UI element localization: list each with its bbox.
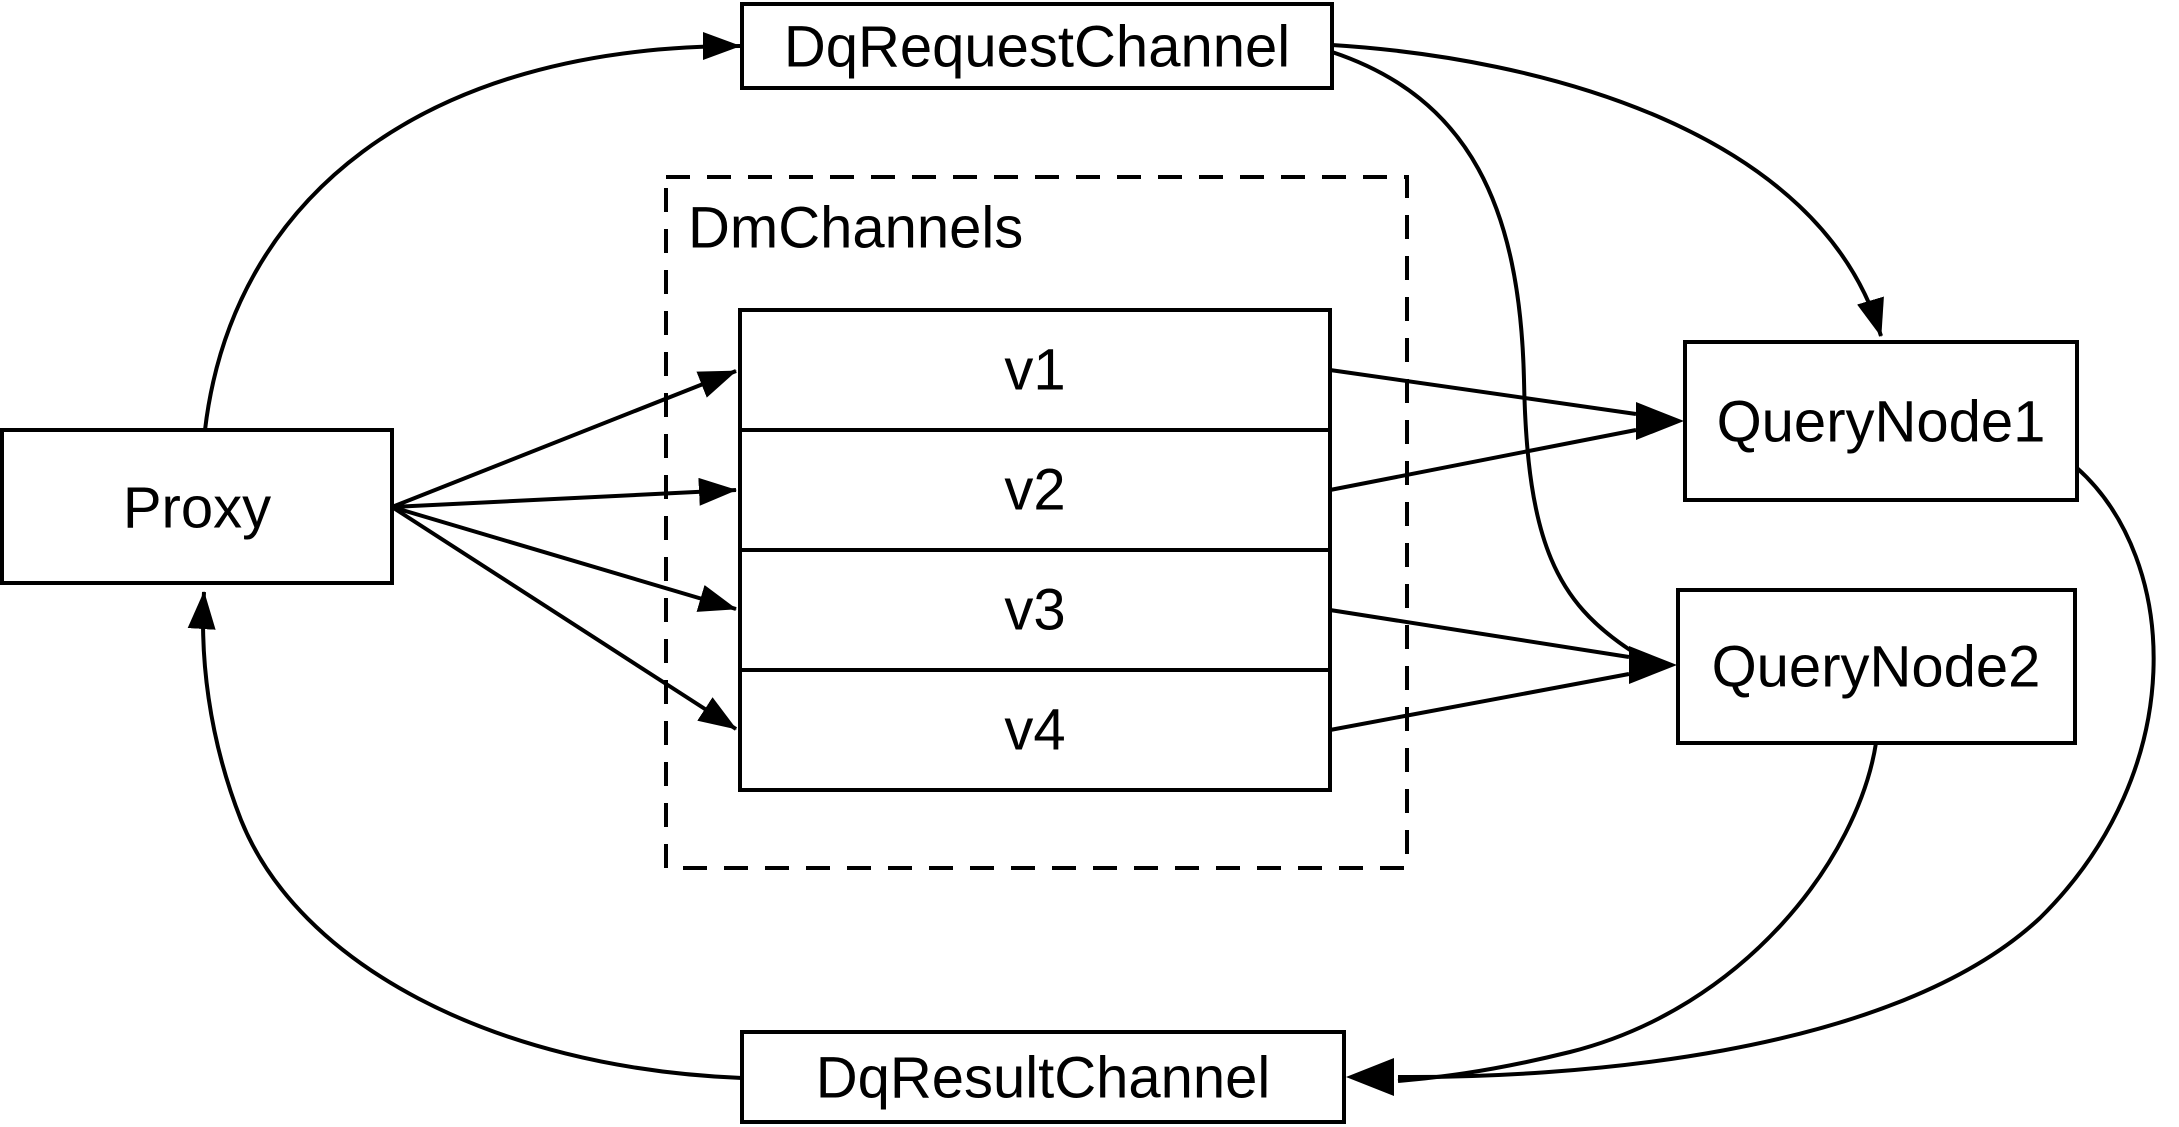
edge-v1-to-querynode1	[1329, 368, 1637, 416]
edge-proxy-to-v1	[391, 369, 737, 509]
edge-proxy-to-dqrequestchannel	[203, 32, 741, 431]
query-node-2-label: QueryNode2	[1712, 635, 2041, 700]
edge-v4-to-querynode2	[1329, 672, 1630, 732]
arrowhead-querynode2-left	[1629, 646, 1677, 684]
dq-result-channel-box	[740, 1030, 1346, 1124]
proxy-box	[0, 428, 394, 585]
edge-v3-to-querynode2	[1329, 608, 1630, 659]
dq-result-channel-node: DqResultChannel	[740, 1030, 1346, 1124]
edge-proxy-to-v4	[390, 505, 738, 731]
dq-request-channel-box	[740, 2, 1334, 90]
edge-proxy-to-v3	[391, 505, 737, 612]
edge-dqrequestchannel-to-querynode1	[1331, 43, 1884, 337]
arrowhead-dqresultchannel-right	[1346, 1058, 1394, 1096]
arrowhead-querynode1-left	[1636, 402, 1684, 440]
channel-v3-label: v3	[1004, 578, 1065, 643]
channel-v4-label: v4	[1004, 698, 1065, 763]
channel-v1-label: v1	[1004, 338, 1065, 403]
dm-channels-group: DmChannels v1 v2 v3 v4	[664, 175, 1409, 870]
edge-dqrequestchannel-to-querynode2	[1331, 50, 1632, 652]
query-node-1-box	[1683, 340, 2079, 502]
query-node-1-label: QueryNode1	[1717, 390, 2046, 455]
dq-request-channel-label: DqRequestChannel	[784, 15, 1290, 80]
edge-querynode2-to-dqresultchannel	[1397, 742, 1878, 1083]
dq-request-channel-node: DqRequestChannel	[740, 2, 1334, 90]
edge-dqresultchannel-to-proxy	[187, 591, 743, 1080]
channel-v2-label: v2	[1004, 458, 1065, 523]
query-node-1: QueryNode1	[1683, 340, 2079, 502]
edge-proxy-to-v2	[391, 477, 737, 509]
dm-channels-label: DmChannels	[688, 196, 1023, 261]
dm-channels-container	[664, 175, 1409, 870]
proxy-label: Proxy	[123, 476, 271, 541]
dq-result-channel-label: DqResultChannel	[816, 1046, 1271, 1111]
edge-v2-to-querynode1	[1329, 428, 1637, 492]
query-node-2: QueryNode2	[1676, 588, 2077, 745]
edge-querynode1-to-dqresultchannel	[1397, 466, 2156, 1080]
proxy-node: Proxy	[0, 428, 394, 585]
query-node-2-box	[1676, 588, 2077, 745]
